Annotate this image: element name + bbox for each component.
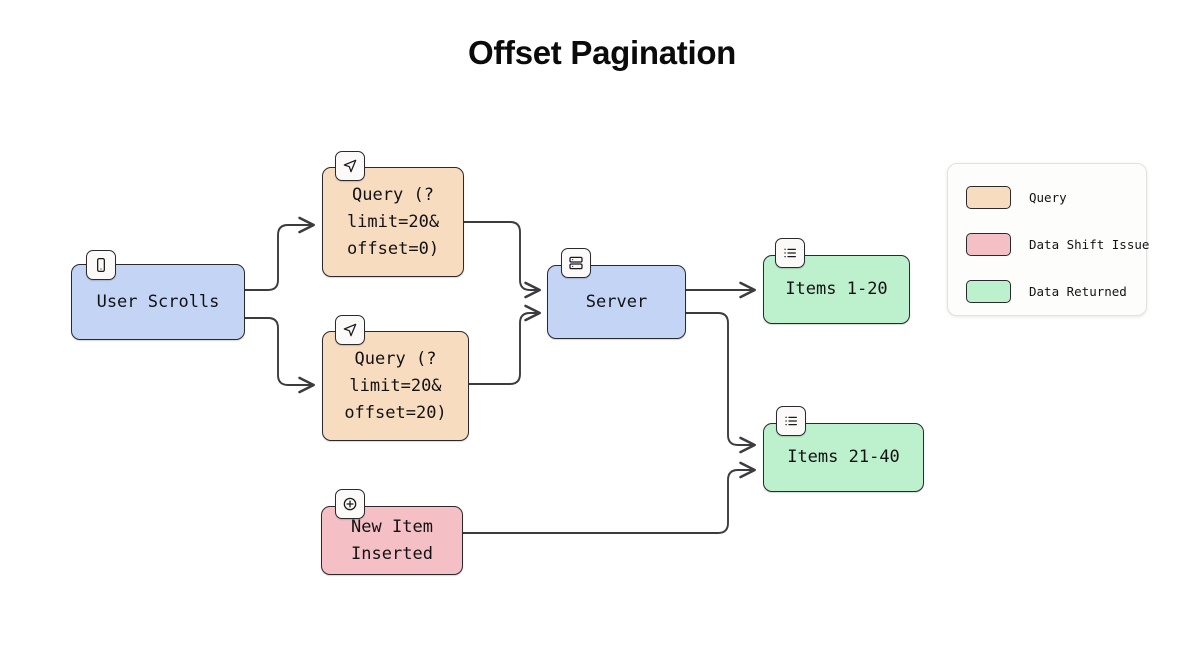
legend-label-query: Query <box>1029 189 1067 205</box>
edge-query20-to-server <box>468 304 541 385</box>
node-label: New Item Inserted <box>351 516 433 564</box>
edge-query0-to-server <box>463 221 541 299</box>
node-label: Items 1-20 <box>785 279 888 299</box>
edge-newitem-to-items21 <box>462 461 756 534</box>
legend-swatch-data-shift-issue <box>966 232 1011 256</box>
edge-user-to-query0 <box>244 216 315 291</box>
node-label: Query (? limit=20& offset=0) <box>346 184 440 259</box>
legend-label-data-shift-issue: Data Shift Issue <box>1029 236 1150 252</box>
legend-item-data-shift-issue: Data Shift Issue <box>966 231 1149 257</box>
node-label: User Scrolls <box>96 291 220 312</box>
legend-item-data-returned: Data Returned <box>966 278 1128 304</box>
server-icon <box>561 248 591 278</box>
node-query-offset-20[interactable]: Query (? limit=20& offset=20) <box>322 331 469 441</box>
send-icon <box>335 315 365 345</box>
page-title: Offset Pagination <box>467 34 737 71</box>
node-server[interactable]: Server <box>547 265 686 339</box>
legend-swatch-query <box>966 185 1011 209</box>
plus-circle-icon <box>335 489 365 519</box>
edge-user-to-query20 <box>244 317 315 394</box>
legend: Query Data Shift Issue Data Returned <box>947 163 1149 316</box>
edge-server-to-items21 <box>685 312 756 454</box>
node-label: Server <box>585 291 648 312</box>
smartphone-icon <box>86 250 116 280</box>
node-new-item-inserted[interactable]: New Item Inserted <box>321 506 463 575</box>
list-icon <box>776 406 806 436</box>
legend-item-query: Query <box>966 184 1128 210</box>
send-icon <box>335 151 365 181</box>
node-label: Query (? limit=20& offset=20) <box>344 348 447 423</box>
legend-swatch-data-returned <box>966 279 1011 303</box>
node-label: Items 21-40 <box>787 447 900 467</box>
node-query-offset-0[interactable]: Query (? limit=20& offset=0) <box>322 167 464 277</box>
legend-label-data-returned: Data Returned <box>1029 283 1127 299</box>
list-icon <box>775 238 805 268</box>
